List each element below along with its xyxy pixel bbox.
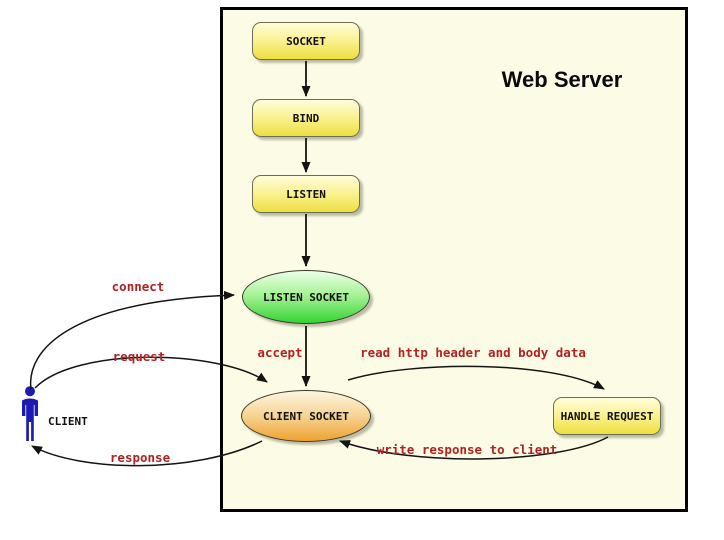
- node-bind: BIND: [252, 99, 360, 137]
- edge-label-response: response: [109, 450, 171, 465]
- node-client-socket: CLIENT SOCKET: [241, 390, 371, 442]
- node-socket: SOCKET: [252, 22, 360, 60]
- edge-label-write: write response to client: [376, 442, 558, 457]
- node-handle-request-label: HANDLE REQUEST: [560, 409, 654, 423]
- node-socket-label: SOCKET: [286, 34, 326, 48]
- web-server-title: Web Server: [501, 67, 623, 92]
- node-listen-socket-label: LISTEN SOCKET: [262, 290, 350, 304]
- edge-connect-arrow: [29, 290, 235, 390]
- node-bind-label: BIND: [292, 111, 320, 125]
- edge-label-read: read http header and body data: [360, 345, 586, 360]
- person-icon: [22, 386, 38, 441]
- edge-label-accept: accept: [257, 345, 303, 360]
- node-client-socket-label: CLIENT SOCKET: [262, 409, 350, 423]
- edge-label-connect: connect: [111, 279, 165, 294]
- node-handle-request: HANDLE REQUEST: [553, 397, 661, 435]
- edge-label-request: request: [112, 349, 166, 364]
- actor-client-label: CLIENT: [48, 415, 88, 428]
- node-listen-socket: LISTEN SOCKET: [242, 270, 370, 324]
- node-listen-label: LISTEN: [286, 187, 326, 201]
- node-listen: LISTEN: [252, 175, 360, 213]
